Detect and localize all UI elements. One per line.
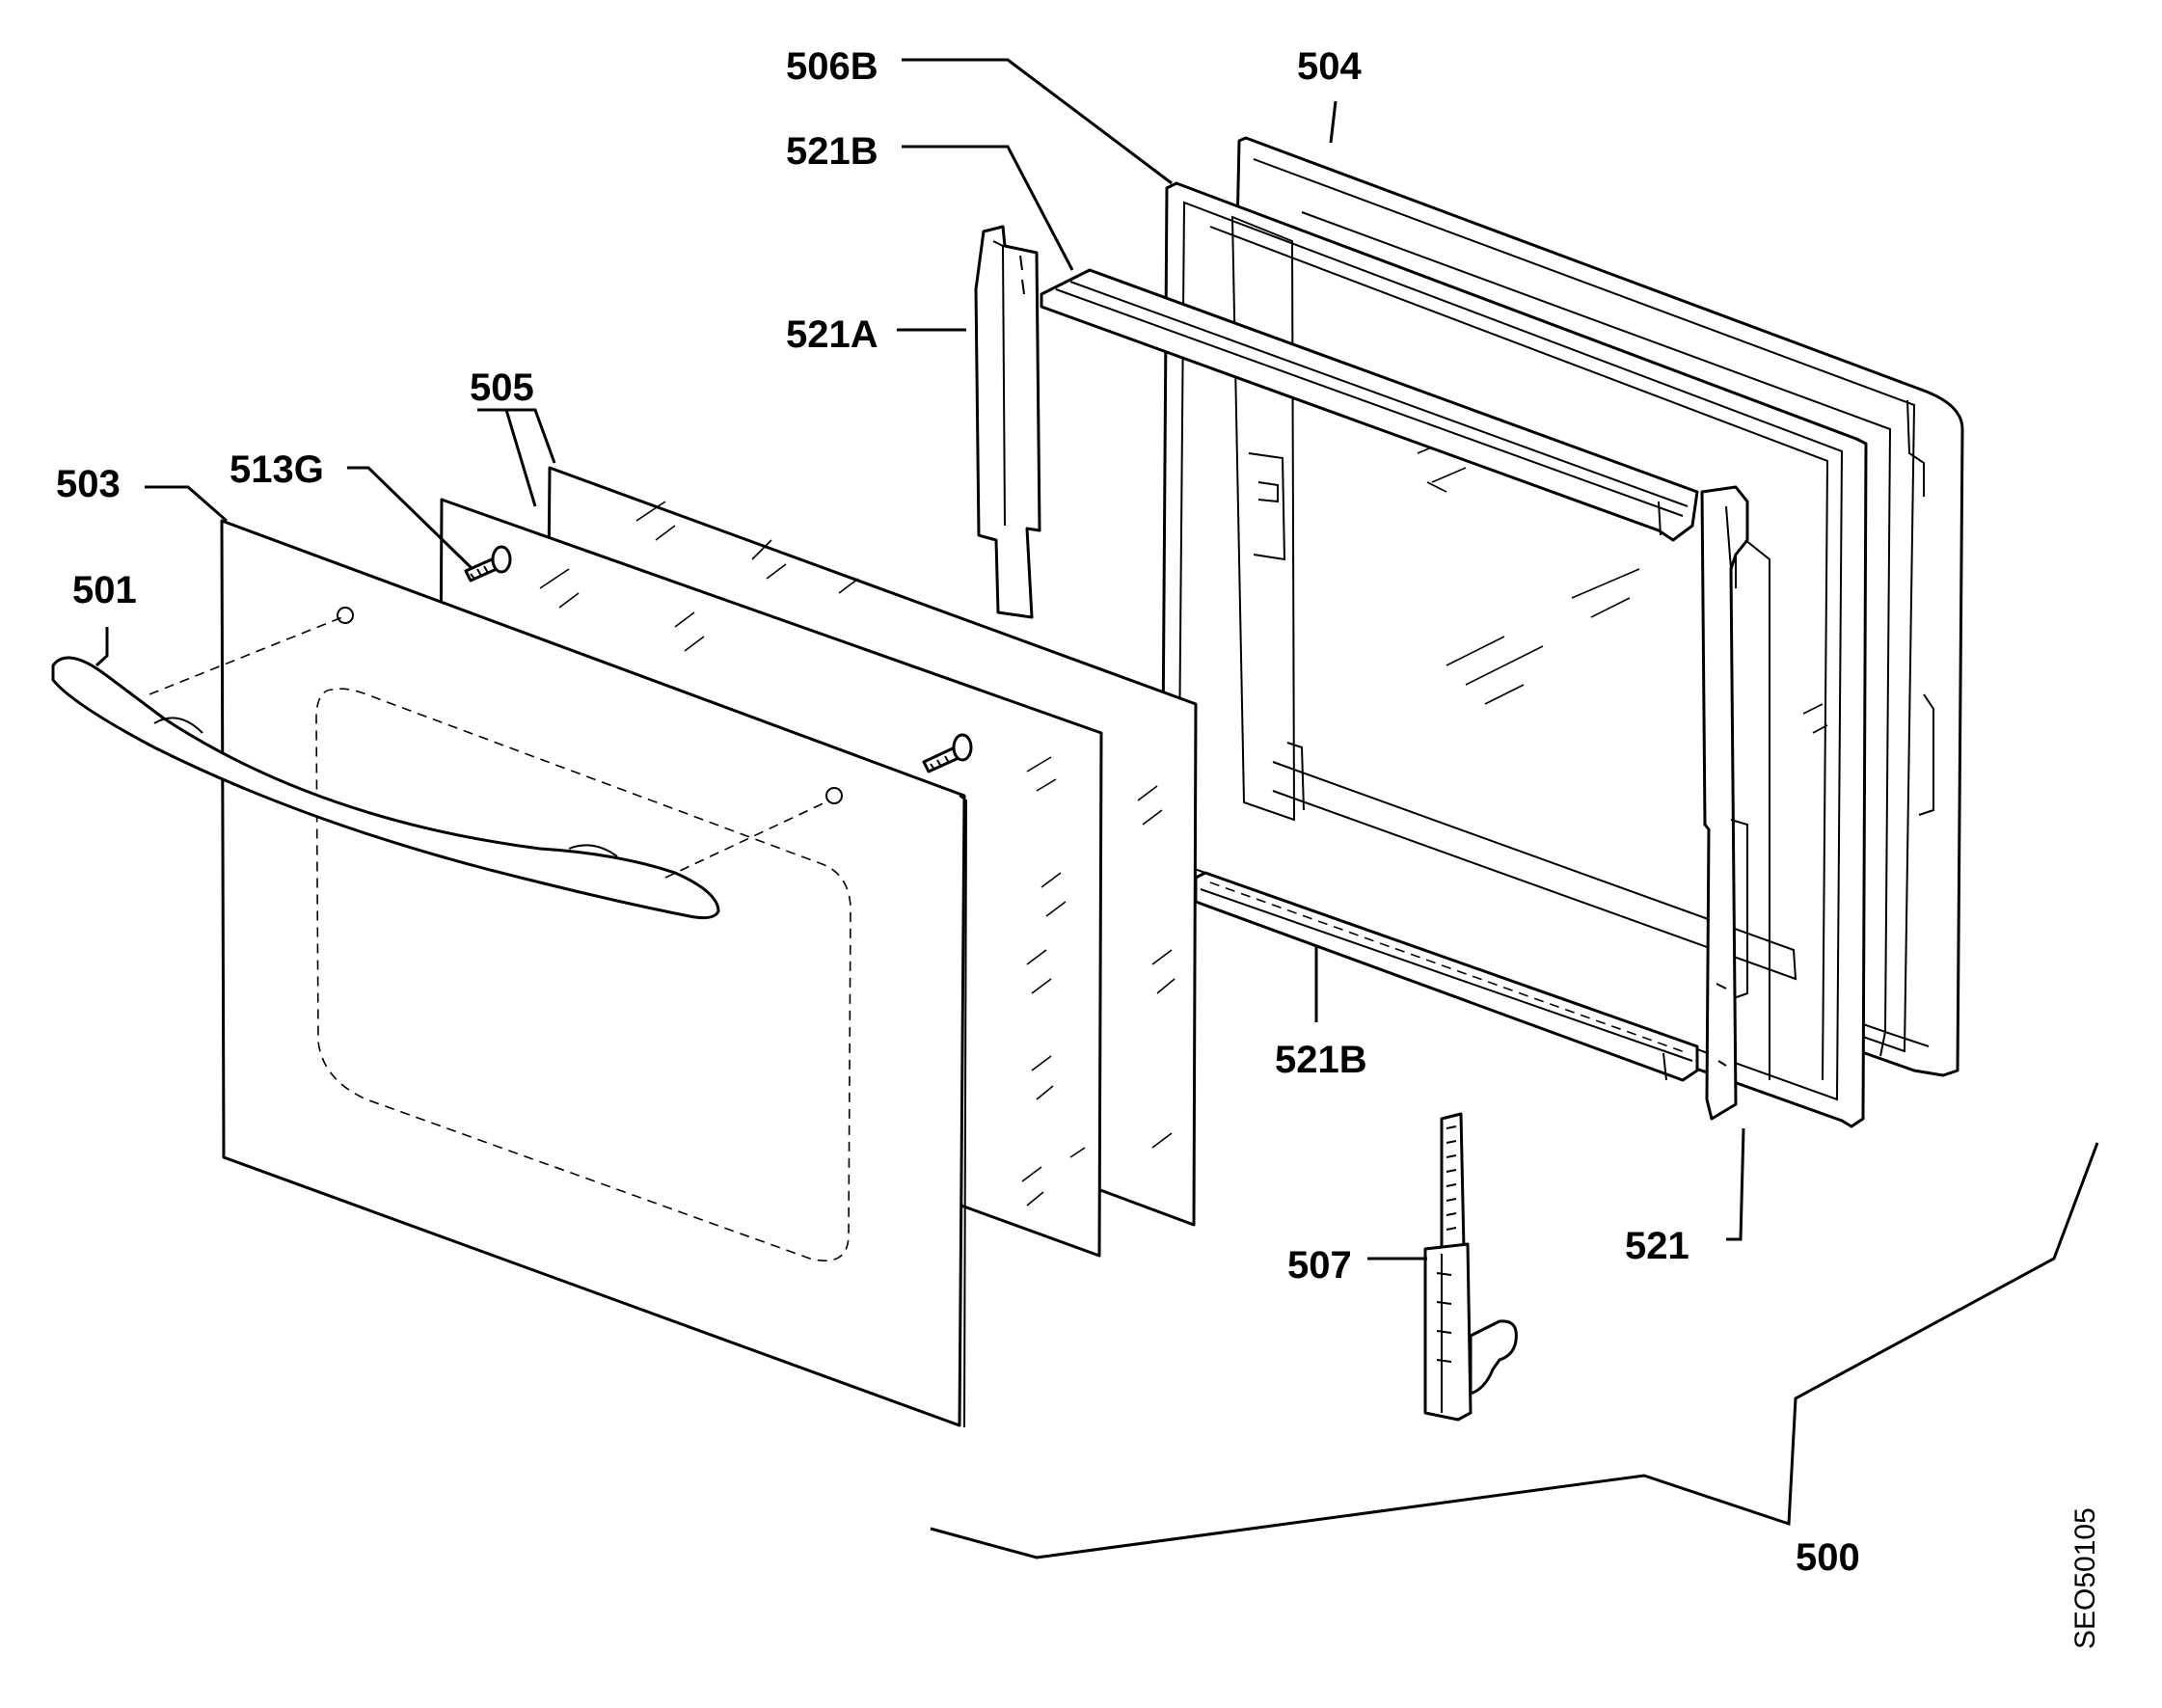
label-521: 521 [1625, 1225, 1689, 1267]
screw-icon [922, 733, 973, 773]
hinge-icon [1423, 1112, 1518, 1422]
label-503: 503 [56, 463, 121, 505]
screw-icon [464, 545, 512, 583]
label-501: 501 [72, 569, 137, 611]
handle-icon [51, 616, 830, 920]
part-503-door-panel [220, 519, 968, 1428]
label-507: 507 [1287, 1244, 1352, 1287]
label-521A: 521A [786, 313, 878, 356]
label-521B-top: 521B [786, 130, 878, 173]
leader-lines [95, 58, 2099, 1559]
label-513G: 513G [230, 448, 324, 491]
label-506B: 506B [786, 45, 878, 88]
drawing-code: SEO50105 [2069, 1507, 2101, 1649]
part-521-right-bracket [1700, 485, 1770, 1121]
label-505: 505 [470, 366, 534, 409]
label-521B-bottom: 521B [1275, 1039, 1367, 1081]
label-500: 500 [1796, 1536, 1860, 1579]
part-521B-top-strip [1040, 268, 1699, 542]
part-521B-bottom-strip [1194, 871, 1699, 1082]
part-521A-left-bracket [974, 225, 1041, 619]
label-504: 504 [1297, 45, 1362, 88]
